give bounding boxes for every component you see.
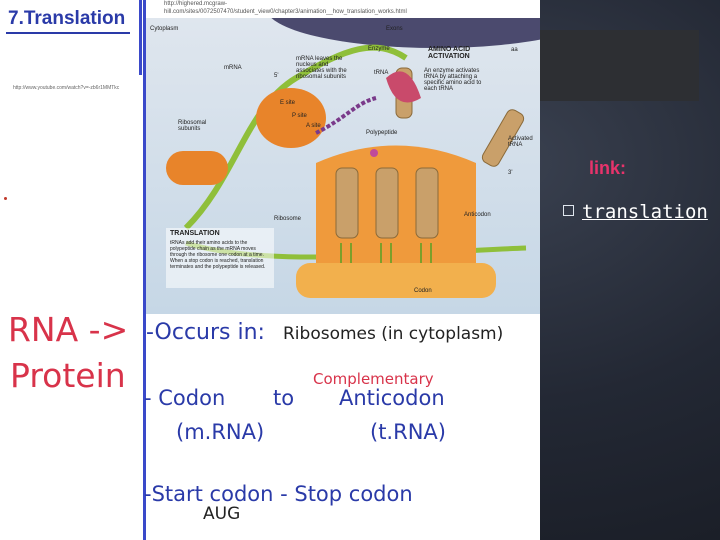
enzyme-shape (386, 71, 421, 103)
label-enzyme-note: An enzyme activates tRNA by attaching a … (424, 68, 482, 92)
trna-1 (335, 167, 359, 239)
animation-url-line1: http://highered.mcgraw- (164, 1, 228, 7)
trna-2 (375, 167, 399, 239)
mrna-strand (183, 44, 408, 231)
label-ribosomal-subunits: Ribosomal subunits (178, 120, 207, 132)
label-polypeptide: Polypeptide (366, 130, 398, 136)
translation-link[interactable]: translation (582, 201, 708, 223)
title-underline (6, 32, 130, 34)
small-ribosome (256, 88, 326, 148)
label-anticodon: Anticodon (464, 212, 491, 218)
ribosomal-subunit (166, 151, 228, 185)
label-translation-note: tRNAs add their amino acids to the polyp… (170, 240, 266, 270)
amino-acid-dot (370, 149, 378, 157)
nucleus-shape (271, 18, 540, 48)
translation-diagram: Cytoplasm Exons Enzyme AMINO ACID ACTIVA… (146, 18, 540, 314)
label-e-site: E site (280, 100, 296, 106)
slide-title-box (540, 30, 699, 101)
codon-label: - Codon (144, 386, 226, 410)
divider-line (143, 0, 146, 540)
label-cytoplasm: Cytoplasm (150, 26, 179, 32)
to-word: to (273, 386, 295, 410)
animation-url-line2: hill.com/sites/0072507470/student_view0/… (164, 9, 407, 15)
label-three-prime: 3' (508, 170, 513, 176)
rna-protein-line1: RNA -> (8, 310, 129, 349)
label-trna: tRNA (374, 70, 389, 76)
anticodon-label: Anticodon (339, 386, 445, 410)
trna-activated (481, 109, 525, 167)
diagram-svg (166, 18, 540, 298)
occurs-in-value: Ribosomes (in cytoplasm) (283, 324, 504, 344)
animation-url: http://highered.mcgraw- hill.com/sites/0… (164, 0, 464, 16)
whiteboard-title: 7.Translation (8, 8, 126, 29)
whiteboard-image: 7.Translation http://www.youtube.com/wat… (0, 0, 540, 540)
aug-note: AUG (203, 504, 241, 524)
label-a-site: A site (306, 123, 321, 129)
label-activated-trna: Activated tRNA (508, 136, 533, 148)
label-mrna: mRNA (224, 65, 242, 71)
label-enzyme: Enzyme (368, 46, 390, 52)
translation-note-bg (166, 228, 274, 288)
trna-label: (t.RNA) (370, 420, 446, 444)
bullet-translation: translation (563, 201, 708, 223)
start-stop-codon: -Start codon - Stop codon (144, 482, 413, 506)
label-mrna-note: mRNA leaves the nucleus and associates w… (296, 56, 347, 80)
video-url: http://www.youtube.com/watch?v=-zb6r1MMT… (13, 85, 120, 91)
label-five-prime: 5' (274, 73, 279, 79)
ribosome-base (296, 263, 496, 298)
label-aa: aa (511, 47, 518, 53)
label-p-site: P site (292, 113, 307, 119)
complementary-note: Complementary (313, 370, 434, 388)
divider-line-top (139, 0, 142, 75)
red-dot (4, 197, 7, 200)
rna-protein-line2: Protein (10, 356, 126, 395)
label-ribosome: Ribosome (274, 216, 302, 222)
label-amino-acid-activation: AMINO ACID ACTIVATION (428, 46, 471, 60)
occurs-in-label: -Occurs in: (146, 320, 265, 345)
label-translation-heading: TRANSLATION (170, 230, 220, 237)
mrna-label: (m.RNA) (176, 420, 265, 444)
label-codon: Codon (414, 288, 432, 294)
trna-3 (415, 167, 439, 239)
polypeptide-chain (315, 96, 377, 135)
square-bullet-icon (563, 205, 574, 216)
link-heading: link: (589, 158, 627, 178)
label-exons: Exons (386, 26, 403, 32)
